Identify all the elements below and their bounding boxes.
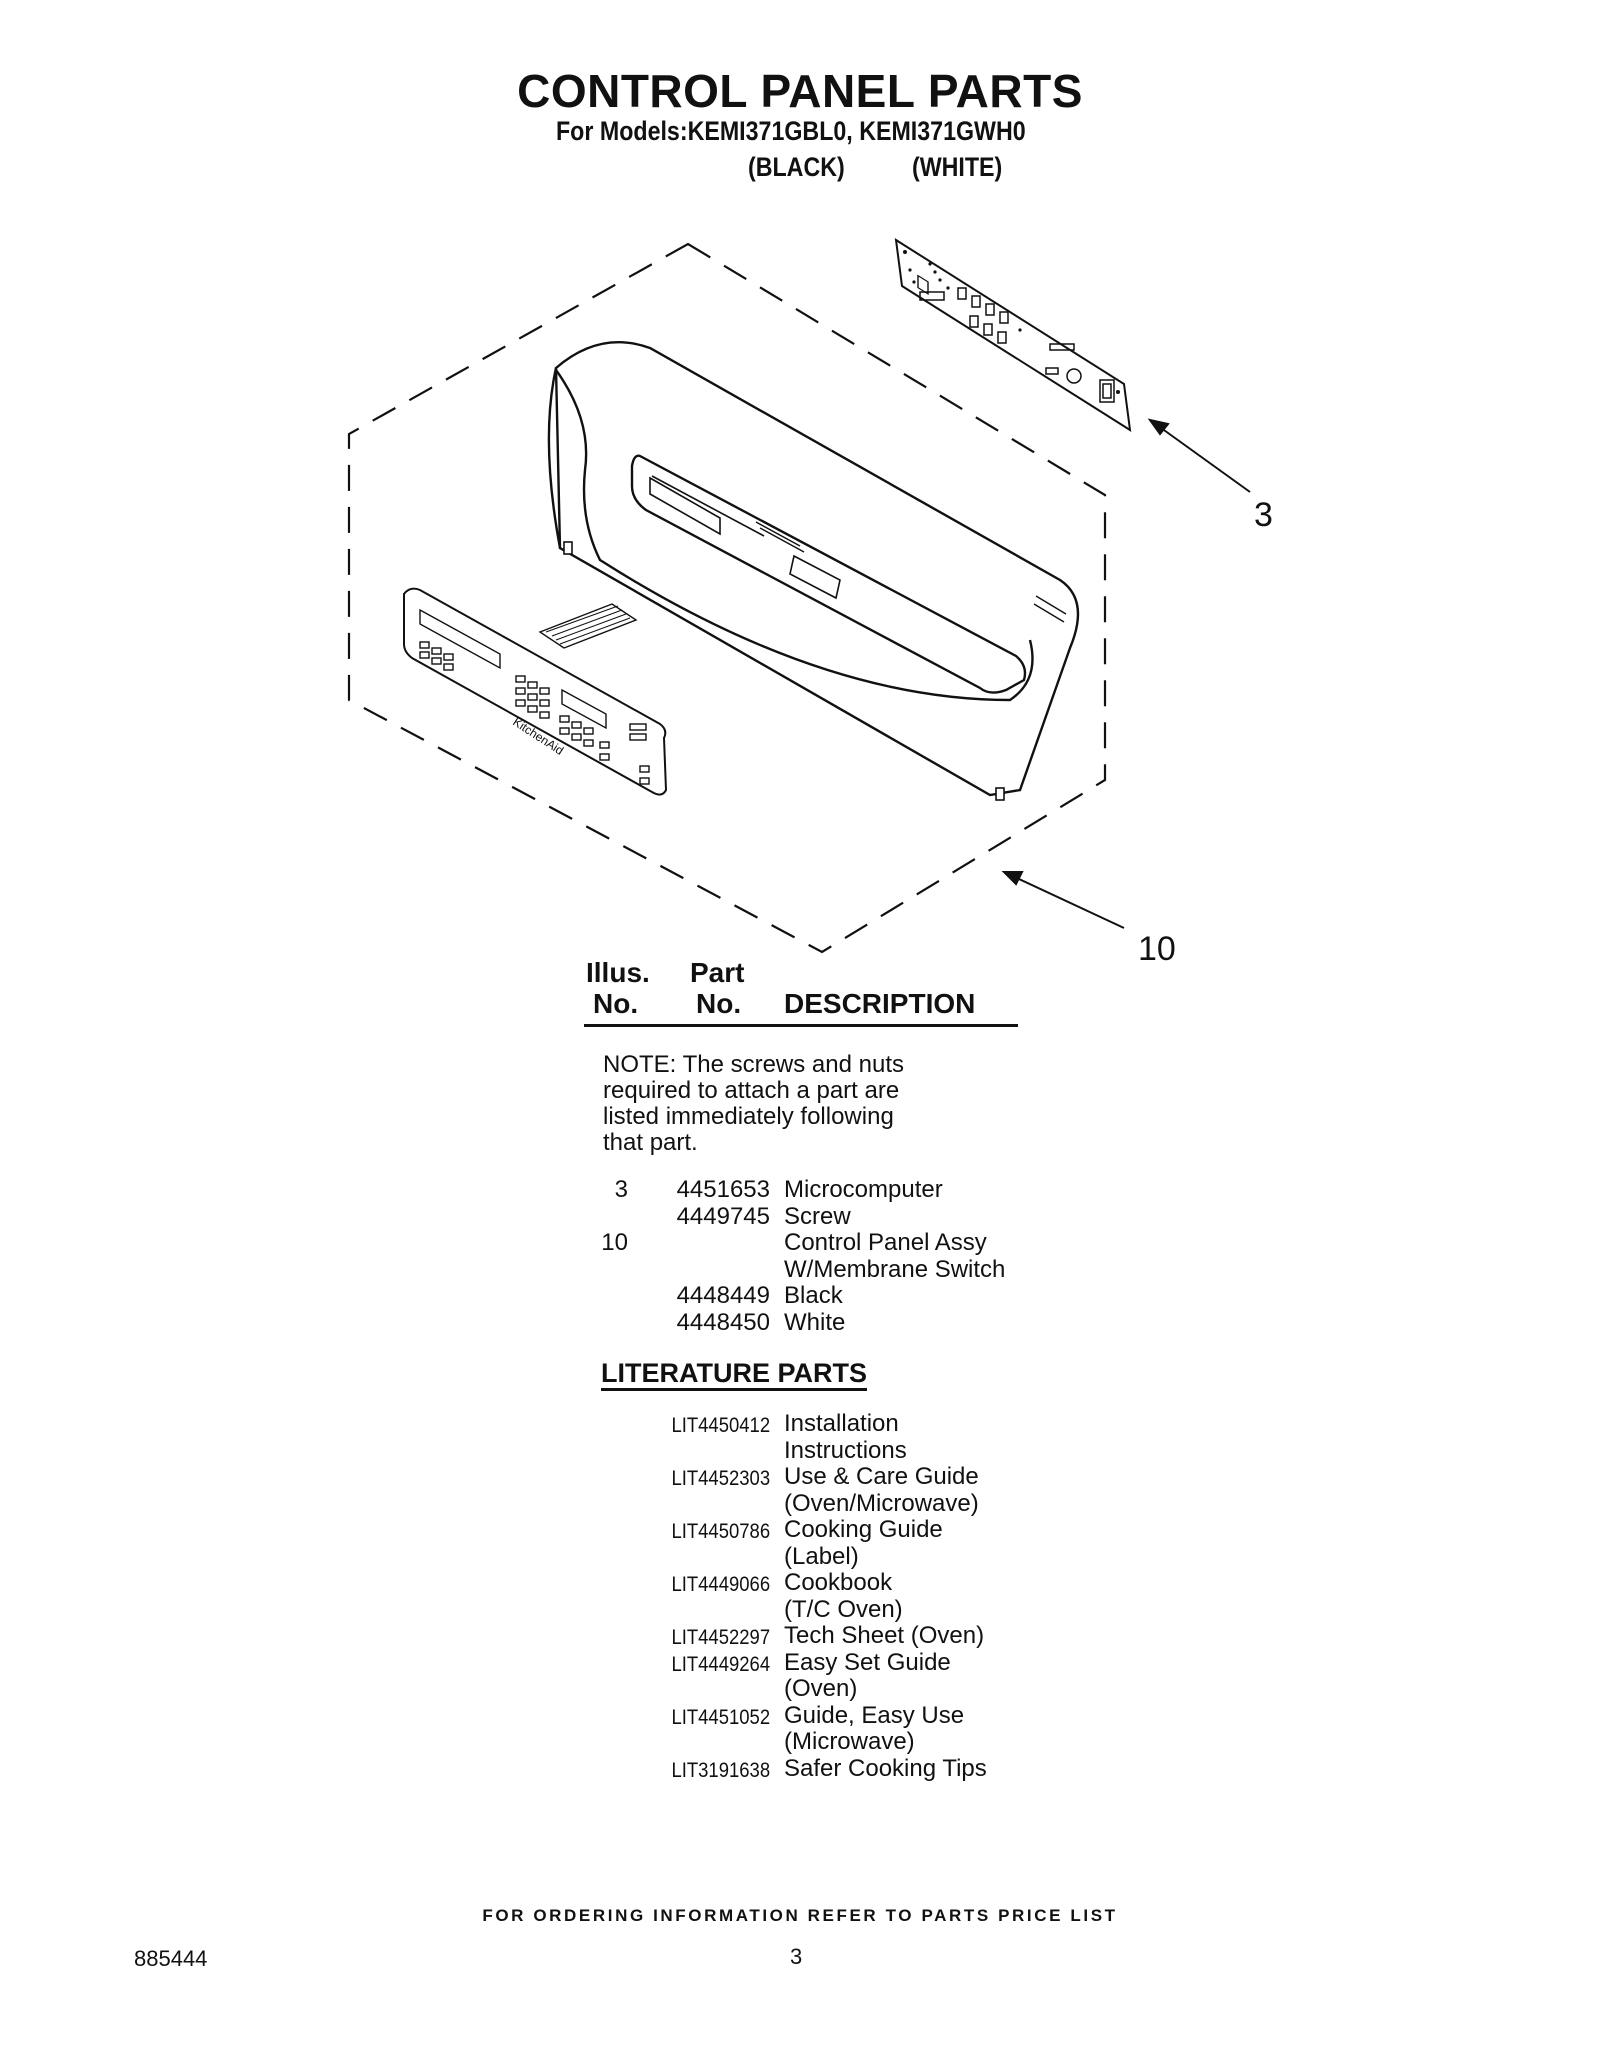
control-panel-housing	[547, 341, 1080, 801]
note-line: listed immediately following	[603, 1103, 894, 1130]
callout-3: 3	[1254, 496, 1273, 534]
ordering-info: FOR ORDERING INFORMATION REFER TO PARTS …	[482, 1906, 1118, 1925]
part-desc: W/Membrane Switch	[784, 1255, 1006, 1283]
models-line: For Models:KEMI371GBL0, KEMI371GWH0	[556, 116, 1026, 146]
color-white-label: (WHITE)	[912, 152, 1003, 182]
parts-list: 3 4451653 Microcomputer 4449745 Screw 10…	[580, 1176, 1040, 1337]
illus-no: 10	[601, 1229, 628, 1256]
note-line: NOTE: The screws and nuts	[603, 1051, 905, 1078]
col-part-line2: No.	[696, 988, 742, 1019]
lit-desc: (Label)	[784, 1542, 859, 1570]
exploded-parts-diagram: KitchenAid	[347, 238, 1251, 954]
col-illus-line2: No.	[593, 988, 639, 1019]
assembly-envelope-dashed	[347, 242, 1107, 954]
lit-desc: Easy Set Guide	[784, 1648, 951, 1676]
color-black-label: (BLACK)	[748, 152, 845, 182]
lit-desc: (Microwave)	[784, 1728, 915, 1755]
lit-desc: Tech Sheet (Oven)	[784, 1622, 985, 1649]
part-desc: Screw	[784, 1202, 851, 1230]
page-number: 3	[790, 1944, 803, 1969]
lit-desc: Safer Cooking Tips	[784, 1754, 987, 1782]
literature-list: LIT4450412 Installation Instructions LIT…	[580, 1410, 1040, 1783]
table-row: (Microwave)	[580, 1728, 1040, 1756]
note-line: required to attach a part are	[603, 1077, 900, 1104]
membrane-switch	[403, 587, 668, 796]
col-part-line1: Part	[690, 957, 745, 988]
page-title: CONTROL PANEL PARTS	[517, 65, 1083, 117]
part-no: 4451653	[676, 1176, 770, 1203]
table-row: W/Membrane Switch	[580, 1255, 1040, 1284]
part-desc: Microcomputer	[784, 1176, 943, 1203]
part-desc: Control Panel Assy	[784, 1229, 987, 1256]
table-row: 4449745 Screw	[580, 1202, 1040, 1231]
table-row: LIT3191638 Safer Cooking Tips	[580, 1754, 1040, 1783]
table-row: (Label)	[580, 1542, 1040, 1571]
table-row: (Oven)	[580, 1675, 1040, 1703]
table-row: (Oven/Microwave)	[580, 1489, 1040, 1518]
table-row: (T/C Oven)	[580, 1595, 1040, 1624]
table-row: LIT4452303 Use & Care Guide	[580, 1463, 1040, 1491]
lit-part-no: LIT4450412	[671, 1414, 770, 1437]
table-row: LIT4452297 Tech Sheet (Oven)	[580, 1622, 1040, 1650]
part-no: 4448449	[676, 1282, 770, 1309]
table-row: LIT4451052 Guide, Easy Use	[580, 1701, 1040, 1730]
table-row: LIT4450786 Cooking Guide	[580, 1516, 1040, 1544]
col-description: DESCRIPTION	[784, 988, 976, 1019]
lit-part-no: LIT4451052	[671, 1705, 770, 1729]
document-number: 885444	[134, 1946, 208, 1971]
lit-part-no: LIT4449066	[671, 1573, 770, 1596]
note-line: that part.	[603, 1129, 698, 1156]
lit-desc: Installation	[784, 1410, 899, 1437]
lit-desc: Instructions	[784, 1436, 907, 1464]
lit-part-no: LIT4452297	[671, 1626, 770, 1649]
illus-no: 3	[614, 1176, 628, 1203]
literature-title: LITERATURE PARTS	[601, 1358, 867, 1388]
part-desc: White	[784, 1308, 846, 1336]
col-illus-line1: Illus.	[586, 957, 650, 988]
table-row: Instructions	[580, 1436, 1040, 1465]
lit-desc: (T/C Oven)	[784, 1595, 903, 1623]
lit-desc: Use & Care Guide	[784, 1463, 979, 1490]
table-row: 4448450 White	[580, 1308, 1040, 1337]
table-row: 10 Control Panel Assy	[580, 1229, 1040, 1257]
lit-desc: (Oven)	[784, 1675, 858, 1702]
callout-10: 10	[1138, 930, 1176, 968]
part-desc: Black	[784, 1282, 843, 1309]
lit-desc: Cooking Guide	[784, 1516, 943, 1543]
lit-part-no: LIT4449264	[671, 1652, 770, 1676]
microcomputer-board	[894, 238, 1132, 432]
lit-desc: Guide, Easy Use	[784, 1701, 965, 1729]
table-row: 4448449 Black	[580, 1282, 1040, 1310]
part-no: 4448450	[676, 1308, 770, 1336]
table-row: LIT4449264 Easy Set Guide	[580, 1648, 1040, 1677]
lit-desc: (Oven/Microwave)	[784, 1489, 979, 1517]
lit-desc: Cookbook	[784, 1569, 893, 1596]
part-no: 4449745	[676, 1202, 770, 1230]
parts-note: NOTE: The screws and nuts required to at…	[603, 1052, 943, 1156]
lit-part-no: LIT4452303	[671, 1467, 770, 1490]
table-row: 3 4451653 Microcomputer	[580, 1176, 1040, 1204]
lit-part-no: LIT3191638	[671, 1758, 770, 1782]
lit-part-no: LIT4450786	[671, 1520, 770, 1543]
table-row: LIT4450412 Installation	[580, 1410, 1040, 1438]
header-rule	[584, 1024, 1018, 1027]
table-row: LIT4449066 Cookbook	[580, 1569, 1040, 1597]
